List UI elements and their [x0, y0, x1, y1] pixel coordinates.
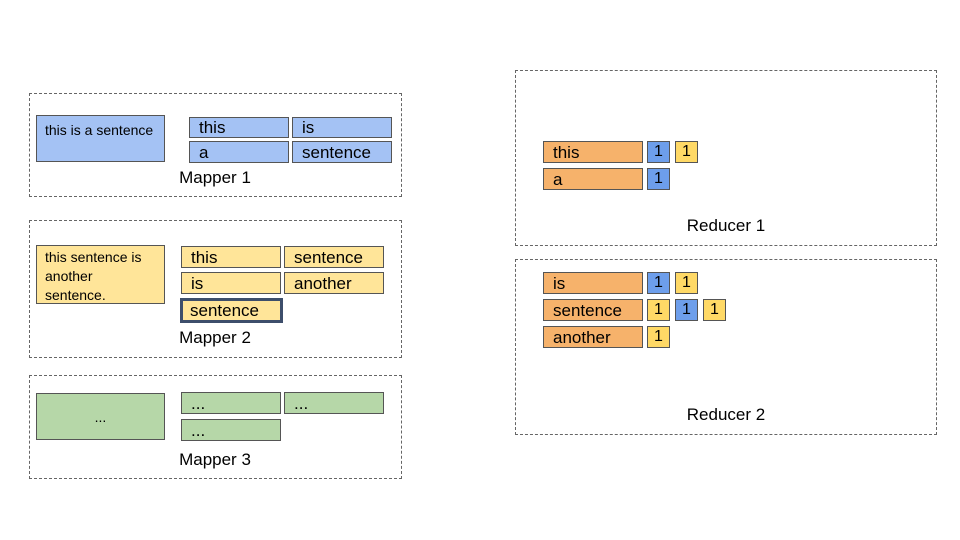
reducer2-is-count-2: 1 [675, 272, 698, 294]
reducer1-container [515, 70, 937, 246]
mapper3-word-2: ... [284, 392, 384, 414]
reducer2-is-count-1: 1 [647, 272, 670, 294]
mapper3-label: Mapper 3 [179, 450, 251, 469]
mapper2-word-sentence-highlighted: sentence [180, 298, 283, 323]
mapper1-word-this: this [189, 117, 289, 138]
reducer2-sentence-count-3: 1 [703, 299, 726, 321]
mapper3-container [29, 375, 402, 479]
mapper2-container [29, 220, 402, 358]
mapper2-word-sentence: sentence [284, 246, 384, 268]
mapper2-input-chunk: this sentence is another sentence. [36, 245, 165, 304]
mapper1-word-sentence: sentence [292, 141, 392, 163]
mapper2-word-another: another [284, 272, 384, 294]
mapper2-word-this: this [181, 246, 281, 268]
reducer1-key-a: a [543, 168, 643, 190]
reducer2-another-count-1: 1 [647, 326, 670, 348]
mapper3-input-chunk: ... [36, 393, 165, 440]
reducer1-this-count-2: 1 [675, 141, 698, 163]
reducer1-this-count-1: 1 [647, 141, 670, 163]
mapper3-word-3: ... [181, 419, 281, 441]
mapper1-input-chunk: this is a sentence [36, 115, 165, 162]
reducer2-key-another: another [543, 326, 643, 348]
reducer2-label: Reducer 2 [686, 405, 766, 424]
reducer1-label: Reducer 1 [686, 216, 766, 235]
reducer1-key-this: this [543, 141, 643, 163]
mapper1-word-is: is [292, 117, 392, 138]
mapper1-container [29, 93, 402, 197]
mapper1-word-a: a [189, 141, 289, 163]
reducer2-key-is: is [543, 272, 643, 294]
reducer1-a-count-1: 1 [647, 168, 670, 190]
mapper2-word-is: is [181, 272, 281, 294]
mapper2-label: Mapper 2 [179, 328, 251, 347]
reducer2-key-sentence: sentence [543, 299, 643, 321]
reducer2-container [515, 259, 937, 435]
mapper1-label: Mapper 1 [179, 168, 251, 187]
reducer2-sentence-count-2: 1 [675, 299, 698, 321]
reducer2-sentence-count-1: 1 [647, 299, 670, 321]
mapper3-word-1: ... [181, 392, 281, 414]
